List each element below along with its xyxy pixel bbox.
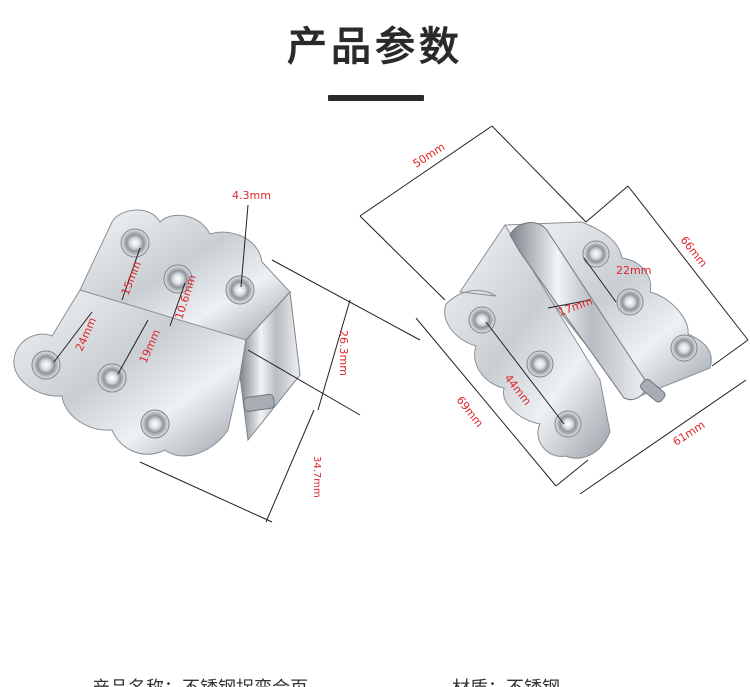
material-text: 材质：不锈钢 <box>452 674 560 687</box>
page-title: 产品参数 <box>287 24 463 70</box>
right-hinge-holes <box>468 240 698 438</box>
dim-hole-label: 4.3mm <box>232 189 271 202</box>
product-figure: 4.3mm 15mm 10.6mm 24mm 19mm 26.3mm 34.7m… <box>13 125 749 523</box>
left-hinge-holes <box>31 228 255 439</box>
dim-34-7-label: 34.7mm <box>311 456 322 498</box>
dim-61-label: 61mm <box>671 418 708 448</box>
title-underline <box>328 95 424 101</box>
left-dimension-lines <box>53 204 421 523</box>
left-hinge: 4.3mm 15mm 10.6mm 24mm 19mm 26.3mm 34.7m… <box>13 189 421 523</box>
right-hinge: 50mm 66mm 22mm 17mm 69mm 44mm 61mm <box>359 125 749 495</box>
right-front-leaf <box>444 224 611 459</box>
dim-22-label: 22mm <box>616 264 651 277</box>
left-pin <box>243 393 275 412</box>
dim-26-3-label: 26.3mm <box>337 330 350 376</box>
right-dimension-lines <box>359 125 749 495</box>
right-pin <box>640 378 666 403</box>
product-name-text: 产品名称：不锈钢拐弯合页 <box>92 674 308 687</box>
dim-69-label: 69mm <box>454 394 486 430</box>
dim-66-label: 66mm <box>678 234 710 270</box>
left-lower-leaf <box>13 289 247 457</box>
dim-50-label: 50mm <box>411 140 448 170</box>
product-spec-footer: 产品名称：不锈钢拐弯合页 材质：不锈钢 <box>0 672 750 687</box>
